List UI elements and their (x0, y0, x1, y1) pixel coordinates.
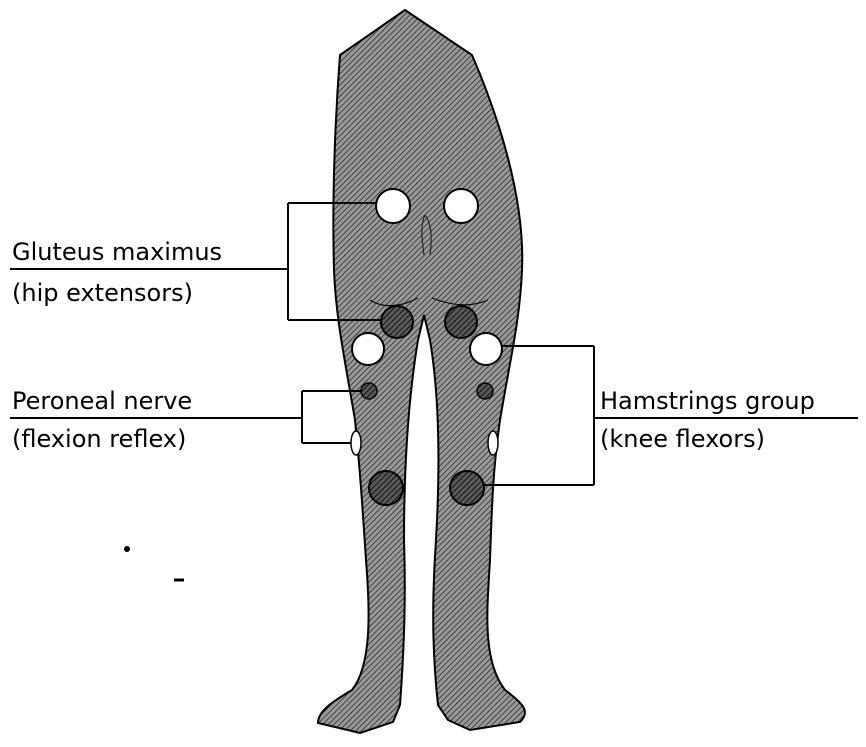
hamstring-electrode-right-upper (470, 333, 502, 365)
gluteus-electrode-right (444, 189, 478, 223)
stray-dot (124, 546, 130, 552)
hamstrings-label-line2: (knee flexors) (600, 425, 765, 453)
peroneal-electrode-right-oval (488, 431, 498, 455)
hamstring-electrode-left-upper (352, 333, 384, 365)
hamstrings-label-line1: Hamstrings group (600, 387, 815, 415)
gluteus-hatched-electrode-left (381, 306, 413, 338)
peroneal-label-line1: Peroneal nerve (12, 387, 192, 415)
gluteus-label-line2: (hip extensors) (12, 279, 193, 307)
knee-hatched-electrode-left (369, 471, 403, 505)
peroneal-hatched-electrode-left (361, 383, 377, 399)
peroneal-electrode-left-oval (351, 431, 361, 455)
peroneal-label-line2: (flexion reflex) (12, 425, 186, 453)
hamstrings-bracket (484, 346, 858, 485)
gluteus-electrode-left (376, 189, 410, 223)
gluteus-label-line1: Gluteus maximus (12, 238, 222, 266)
gluteus-hatched-electrode-right (445, 306, 477, 338)
knee-hatched-electrode-right (450, 471, 484, 505)
leg-silhouette (318, 10, 525, 733)
peroneal-hatched-electrode-right (477, 383, 493, 399)
